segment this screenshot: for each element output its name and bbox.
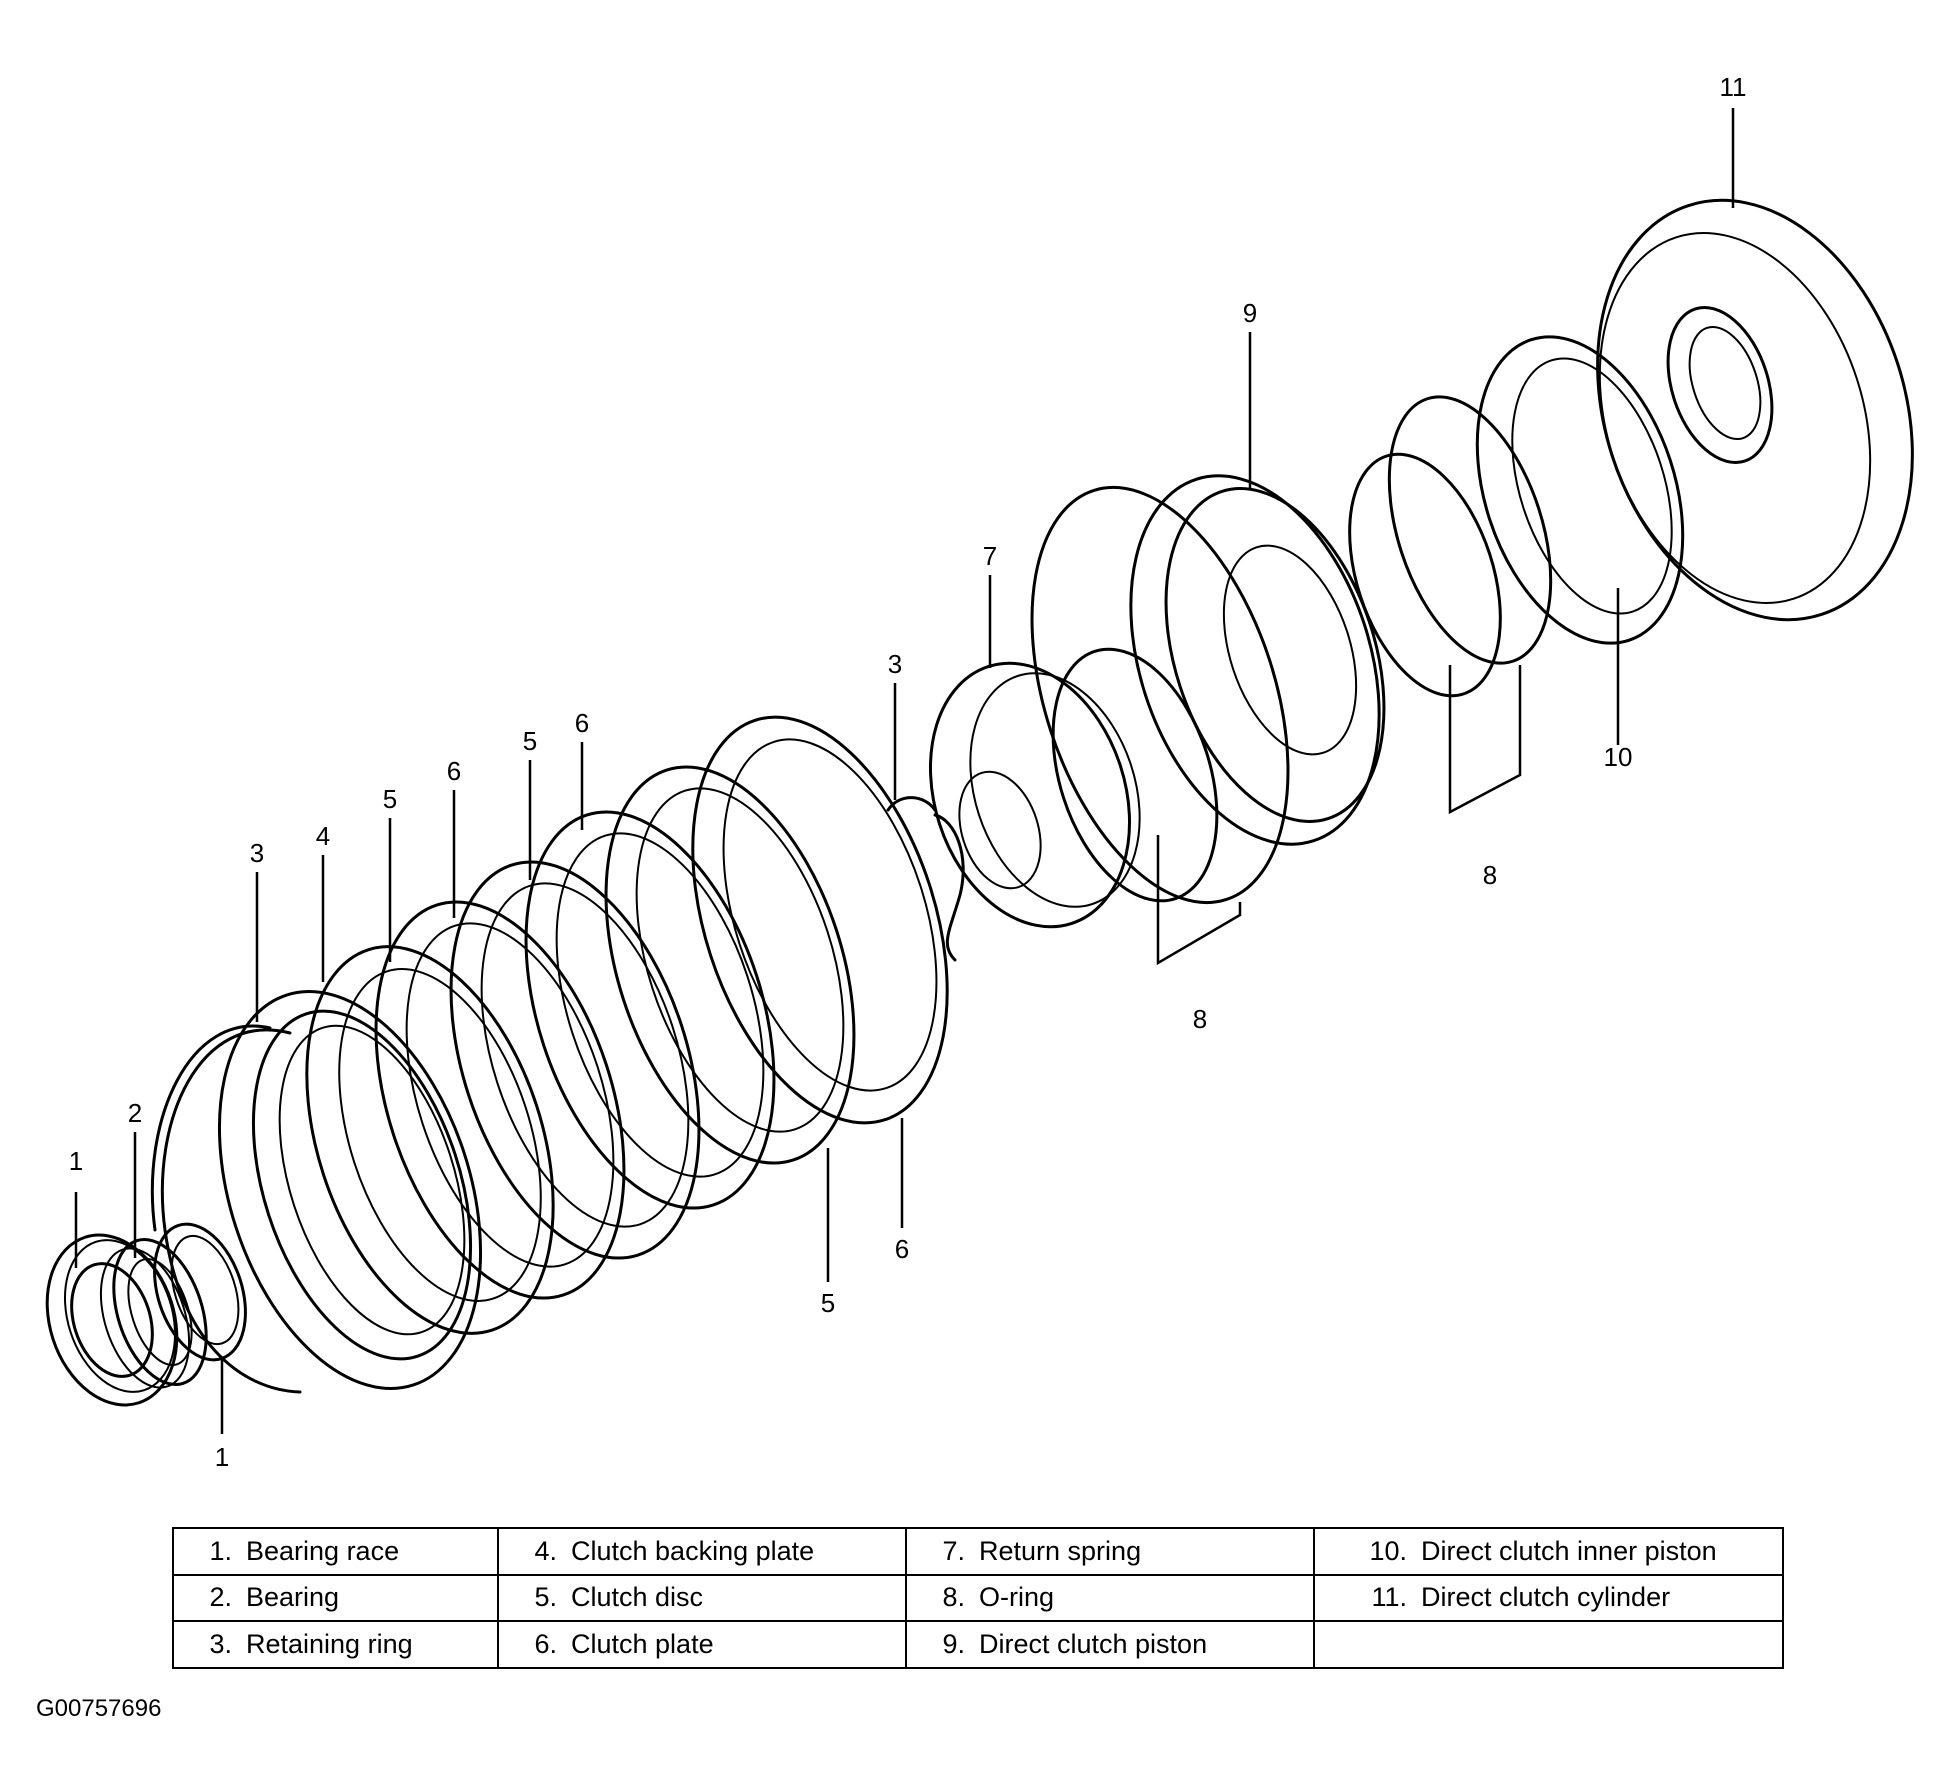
exploded-diagram: 1 2 1 3 4 5 6 5 6 3 7 5 6 8 9 8 10 11 <box>45 72 1914 1472</box>
legend-cell: 4. Clutch backing plate <box>497 1527 907 1576</box>
legend-label: Clutch plate <box>571 1629 714 1660</box>
legend-label: Clutch backing plate <box>571 1535 815 1566</box>
legend-cell: 9. Direct clutch piston <box>905 1620 1315 1669</box>
legend-label: Clutch disc <box>571 1582 704 1613</box>
parts-legend-table: 1. Bearing race 4. Clutch backing plate 7.… <box>172 1527 1784 1669</box>
callout-6-c: 6 <box>895 1234 909 1264</box>
legend-cell: 8. O-ring <box>905 1573 1315 1623</box>
legend-cell: 2. Bearing <box>172 1573 499 1623</box>
callout-1-bottom: 1 <box>215 1442 229 1472</box>
legend-row: 2. Bearing 5. Clutch disc 8. O-ring 11. Dire… <box>172 1573 1784 1623</box>
part-return-spring <box>928 661 1141 929</box>
legend-number: 3. <box>209 1629 232 1660</box>
legend-cell-empty <box>1313 1620 1784 1669</box>
callout-7: 7 <box>983 541 997 571</box>
legend-number: 8. <box>942 1582 965 1613</box>
legend-label: Direct clutch cylinder <box>1421 1582 1671 1613</box>
callout-4: 4 <box>316 821 330 851</box>
legend-row: 3. Retaining ring 6. Clutch plate 9. Direct… <box>172 1620 1784 1669</box>
part-bearing <box>99 1237 208 1389</box>
legend-number: 11. <box>1371 1582 1407 1613</box>
callout-1-left: 1 <box>69 1146 83 1176</box>
legend-number: 1. <box>209 1535 232 1566</box>
callout-10: 10 <box>1604 742 1633 772</box>
part-small-retaining-ring <box>886 796 965 962</box>
legend-label: O-ring <box>979 1582 1055 1613</box>
part-bearing-race <box>45 1233 179 1407</box>
legend-cell: 1. Bearing race <box>172 1527 499 1576</box>
legend-number: 9. <box>942 1629 965 1660</box>
callout-9: 9 <box>1243 298 1257 328</box>
callout-5-c: 5 <box>821 1288 835 1318</box>
part-direct-clutch-cylinder <box>1596 198 1914 622</box>
callout-6-b: 6 <box>575 708 589 738</box>
part-clutch-backing-plate <box>217 990 483 1390</box>
callout-6-a: 6 <box>447 756 461 786</box>
part-direct-clutch-piston <box>1129 474 1386 846</box>
part-direct-clutch-inner-piston <box>1475 335 1685 645</box>
legend-number: 4. <box>534 1535 557 1566</box>
legend-cell: 7. Return spring <box>905 1527 1315 1576</box>
legend-cell: 6. Clutch plate <box>497 1620 907 1669</box>
legend-row: 1. Bearing race 4. Clutch backing plate 7.… <box>172 1527 1784 1576</box>
legend-label: Retaining ring <box>246 1629 413 1660</box>
legend-label: Direct clutch piston <box>979 1629 1208 1660</box>
part-retaining-ring <box>150 1024 302 1394</box>
legend-label: Return spring <box>979 1535 1142 1566</box>
callout-8-right: 8 <box>1483 860 1497 890</box>
legend-number: 5. <box>534 1582 557 1613</box>
callout-11: 11 <box>1720 72 1747 102</box>
part-o-rings-right <box>1348 395 1553 698</box>
legend-cell: 11. Direct clutch cylinder <box>1313 1573 1784 1623</box>
legend-number: 7. <box>942 1535 965 1566</box>
legend-cell: 10. Direct clutch inner piston <box>1313 1527 1784 1576</box>
callout-5-a: 5 <box>383 784 397 814</box>
legend-number: 2. <box>209 1582 232 1613</box>
legend-label: Direct clutch inner piston <box>1421 1535 1717 1566</box>
legend-cell: 5. Clutch disc <box>497 1573 907 1623</box>
callout-3-left: 3 <box>250 838 264 868</box>
legend-cell: 3. Retaining ring <box>172 1620 499 1669</box>
leader-lines <box>74 108 1735 1434</box>
callout-2: 2 <box>128 1098 142 1128</box>
part-o-rings-middle <box>1030 485 1290 905</box>
figure-id: G00757696 <box>36 1695 162 1722</box>
callout-8-middle: 8 <box>1193 1004 1207 1034</box>
legend-label: Bearing <box>246 1582 340 1613</box>
legend-number: 6. <box>534 1629 557 1660</box>
part-bearing-race-2 <box>153 1222 247 1362</box>
legend-label: Bearing race <box>246 1535 400 1566</box>
part-clutch-pack <box>305 715 949 1335</box>
callout-5-b: 5 <box>523 726 537 756</box>
callout-3-right: 3 <box>888 649 902 679</box>
legend-number: 10. <box>1369 1535 1407 1566</box>
